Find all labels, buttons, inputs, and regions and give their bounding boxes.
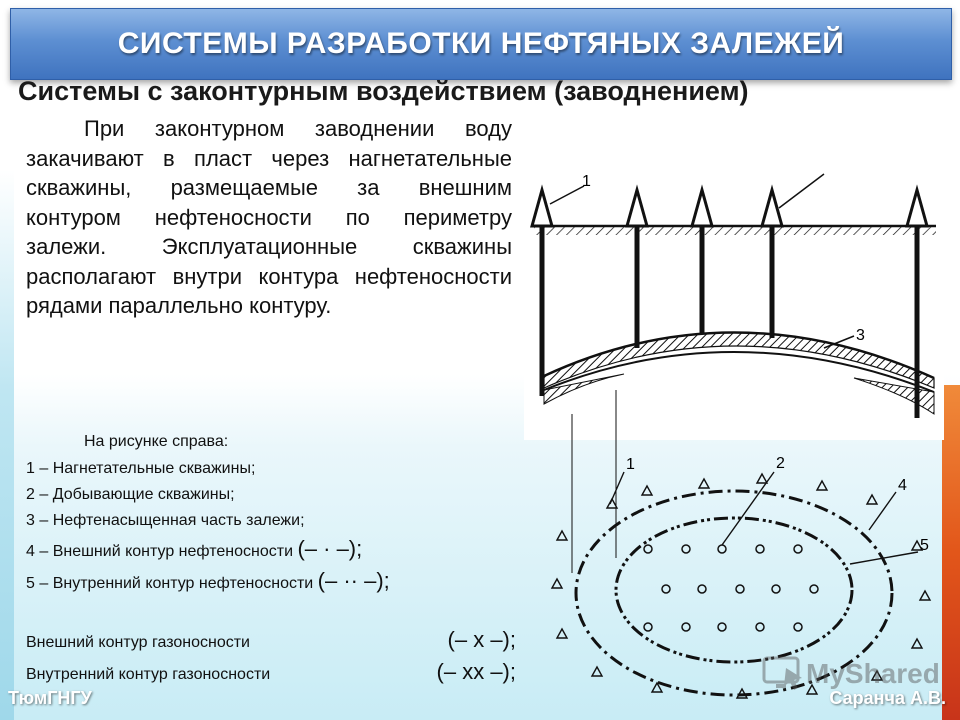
legend-item-4: 4 – Внешний контур нефтеносности (– · –)… <box>26 536 362 562</box>
waterflooding-diagram: 1 3 <box>524 168 944 699</box>
leader-line-2 <box>721 471 775 546</box>
main-paragraph: При законтурном заводнении воду закачива… <box>26 116 512 318</box>
injection-well-2 <box>625 184 649 348</box>
watermark-text: MyShared <box>806 658 940 689</box>
right-accent-stripe <box>942 385 960 720</box>
diagram-label-3: 3 <box>856 327 865 344</box>
watermark: MyShared <box>762 654 940 694</box>
footer-author: Саранча А.В. <box>829 688 946 708</box>
inner-oil-contour <box>614 516 854 664</box>
diagram-label-2: 2 <box>776 455 785 472</box>
diagram-background <box>524 168 944 440</box>
leader-line-3 <box>823 335 855 349</box>
legend-item-text: 5 – Внутренний контур нефтеносности <box>26 575 318 592</box>
diagram-label-5: 5 <box>920 537 929 554</box>
legend-gas-text: Внешний контур газоносности <box>26 634 250 651</box>
ground-hatch <box>534 227 936 235</box>
left-flank-hatch <box>543 373 625 405</box>
production-well-markers <box>643 544 819 632</box>
legend-item-text: 3 – Нефтенасыщенная часть залежи; <box>26 512 305 529</box>
reservoir-bottom-line <box>543 351 935 393</box>
leader-line-4 <box>868 491 897 531</box>
slide-title: СИСТЕМЫ РАЗРАБОТКИ НЕФТЯНЫХ ЗАЛЕЖЕЙ <box>117 27 845 60</box>
legend-gas-inner: Внутренний контур газоносности (– xx –); <box>26 659 516 685</box>
legend-gas-symbol: (– x –); <box>447 627 516 652</box>
injection-well-5 <box>905 184 929 418</box>
legend-gas-text: Внутренний контур газоносности <box>26 666 271 683</box>
injection-well-markers <box>550 472 932 699</box>
injection-well-1 <box>530 184 554 396</box>
oil-saturated-zone <box>543 331 935 389</box>
legend-item-2: 2 – Добывающие скважины; <box>26 486 235 504</box>
legend-gas-outer: Внешний контур газоносности (– x –); <box>26 627 516 653</box>
legend-item-text: 4 – Внешний контур нефтеносности <box>26 543 298 560</box>
legend-item-text: 1 – Нагнетательные скважины; <box>26 460 256 477</box>
left-accent-stripe <box>0 170 14 720</box>
diagram-label-4: 4 <box>898 477 907 494</box>
myshared-logo-icon <box>762 656 802 690</box>
leader-line-1-lower <box>609 471 625 505</box>
footer-organization: ТюмГНГУ <box>8 688 92 708</box>
injection-well-4 <box>760 184 784 338</box>
legend-item-symbol: (– ·· –); <box>317 568 390 593</box>
injection-well-3 <box>690 184 714 334</box>
slide-subtitle: Системы с законтурным воздействием (заво… <box>18 76 749 106</box>
legend-gas-symbol: (– xx –); <box>436 659 516 684</box>
legend-item-symbol: (– · –); <box>297 536 363 561</box>
diagram-label-1-lower: 1 <box>626 456 635 473</box>
leader-line-1b <box>778 173 825 209</box>
legend-item-text: 2 – Добывающие скважины; <box>26 486 235 503</box>
legend-item-3: 3 – Нефтенасыщенная часть залежи; <box>26 512 305 530</box>
title-bar: СИСТЕМЫ РАЗРАБОТКИ НЕФТЯНЫХ ЗАЛЕЖЕЙ <box>10 8 952 80</box>
legend-item-5: 5 – Внутренний контур нефтеносности (– ·… <box>26 568 390 594</box>
outer-oil-contour <box>574 489 894 697</box>
leader-line-5 <box>849 551 919 565</box>
leader-line-1 <box>549 185 585 205</box>
legend-intro: На рисунке справа: <box>84 433 229 450</box>
diagram-label-1-top: 1 <box>582 173 591 190</box>
legend-item-1: 1 – Нагнетательные скважины; <box>26 460 255 478</box>
